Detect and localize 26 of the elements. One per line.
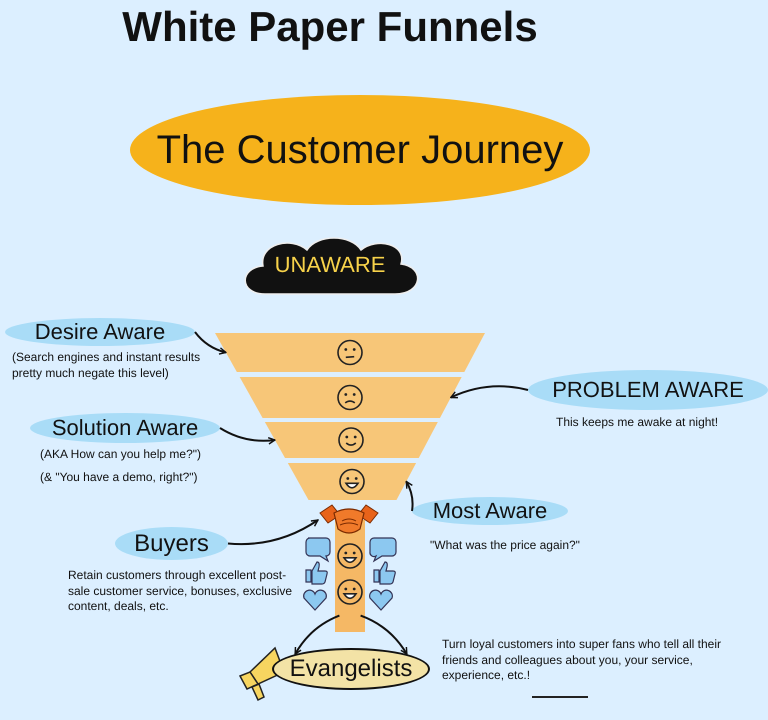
- arrow: [294, 614, 340, 655]
- arrow: [228, 519, 319, 546]
- arrow: [450, 385, 528, 399]
- caption-text: This keeps me awake at night!: [556, 415, 720, 431]
- highlight-bubble: [528, 370, 768, 410]
- stage-label: UNAWARE: [274, 254, 386, 276]
- stage-label: Most Aware: [432, 500, 548, 522]
- caption-text: Retain customers through excellent post-sale customer service, bonuses, exclusive content, deals, etc.: [68, 568, 294, 615]
- stage-label: Buyers: [134, 532, 209, 556]
- caption-text: "What was the price again?": [430, 538, 581, 554]
- arrow: [405, 480, 414, 512]
- page-title: White Paper Funnels: [121, 6, 539, 48]
- stage-label: Desire Aware: [34, 321, 166, 343]
- arrow: [220, 427, 276, 445]
- arrow: [360, 614, 408, 655]
- caption-text: (Search engines and instant results pretty much negate this level): [12, 350, 202, 382]
- highlight-bubble: [412, 497, 568, 525]
- banner-text: The Customer Journey: [156, 130, 564, 170]
- caption-text: (AKA How can you help me?"): [40, 447, 202, 463]
- outlined-ellipse: [272, 648, 430, 690]
- stage-label: Evangelists: [290, 657, 412, 681]
- stage-label: Solution Aware: [52, 417, 198, 439]
- caption-text: (& "You have a demo, right?"): [40, 470, 198, 486]
- stage-label: PROBLEM AWARE: [552, 379, 744, 401]
- caption-text: Turn loyal customers into super fans who tell all their friends and colleagues about you, your service, experience, etc.!: [442, 637, 722, 684]
- arrow: [194, 331, 227, 355]
